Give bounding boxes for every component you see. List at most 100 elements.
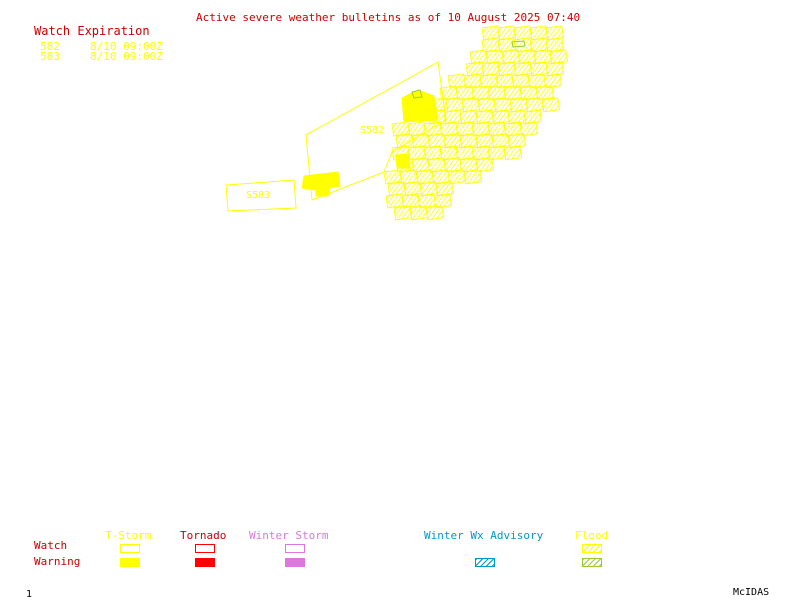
tstorm-warning-polygon (301, 171, 341, 197)
county-cell (409, 205, 428, 221)
county-cell (491, 133, 510, 149)
county-cell (475, 109, 494, 125)
watch-582-label: S582 (360, 125, 385, 136)
county-cell (469, 49, 488, 65)
legend-tornado-watch-swatch (195, 544, 215, 553)
county-cell (485, 49, 504, 65)
county-cell (459, 109, 478, 125)
flood-warning-polygon (511, 40, 526, 48)
watch-entry-id: 582 (40, 40, 60, 53)
county-cell (383, 169, 402, 185)
watch-583-outline (225, 179, 297, 212)
county-cell (403, 181, 422, 197)
county-cell (443, 133, 462, 149)
county-cell (535, 85, 554, 101)
county-cell (493, 97, 512, 113)
county-cell (549, 49, 568, 65)
county-cell (545, 37, 564, 53)
legend-flood-label: Flood (575, 529, 609, 542)
legend-tornado-warning-swatch (195, 558, 215, 567)
county-cell (425, 205, 444, 221)
legend-flood-watch-swatch (582, 544, 602, 553)
county-cell (525, 97, 544, 113)
county-cell (481, 61, 500, 77)
legend-winter-storm-warning-swatch (285, 558, 305, 567)
county-cell (517, 49, 536, 65)
county-cell (487, 85, 506, 101)
county-cell (443, 109, 462, 125)
county-grid (383, 25, 568, 221)
county-cell (497, 61, 516, 77)
county-cell (393, 205, 412, 221)
county-cell (433, 193, 452, 209)
legend-winter-storm-watch-swatch (285, 544, 305, 553)
page-title: Active severe weather bulletins as of 10… (196, 11, 581, 24)
county-cell (475, 157, 494, 173)
watch-583-label: S583 (246, 190, 271, 201)
county-cell (523, 109, 542, 125)
county-cell (543, 73, 562, 89)
county-cell (465, 61, 484, 77)
watch-entry-time: 8/10 09:00Z (90, 40, 163, 53)
county-cell (507, 133, 526, 149)
legend-winter-advisory-label: Winter Wx Advisory (424, 529, 544, 542)
county-cell (511, 73, 530, 89)
county-cell (519, 121, 538, 137)
county-cell (541, 97, 560, 113)
tstorm-warning-polygon (401, 89, 439, 123)
county-cell (479, 73, 498, 89)
watch-entry-time: 8/10 09:00Z (90, 50, 163, 63)
county-cell (439, 85, 458, 101)
legend-tstorm-label: T-Storm (105, 529, 152, 542)
legend-flood-warning-swatch (582, 558, 602, 567)
county-cell (495, 73, 514, 89)
county-cell (391, 121, 410, 137)
county-cell (459, 133, 478, 149)
county-cell (445, 97, 464, 113)
county-cell (463, 169, 482, 185)
county-cell (411, 133, 430, 149)
county-cell (545, 61, 564, 77)
county-cell (427, 133, 446, 149)
legend-tstorm-watch-swatch (120, 544, 140, 553)
county-cell (533, 49, 552, 65)
county-cell (463, 73, 482, 89)
county-cell (395, 133, 414, 149)
county-cell (471, 85, 490, 101)
county-cell (519, 85, 538, 101)
county-cell (455, 85, 474, 101)
brand-label: McIDAS (733, 587, 770, 598)
legend-winter-storm-label: Winter Storm (249, 529, 329, 542)
legend-tornado-label: Tornado (180, 529, 227, 542)
county-cell (387, 181, 406, 197)
county-cell (507, 109, 526, 125)
county-cell (513, 61, 532, 77)
county-cell (475, 133, 494, 149)
county-cell (529, 61, 548, 77)
county-cell (491, 109, 510, 125)
flood-warning-polygon (411, 89, 423, 99)
county-cell (461, 97, 480, 113)
legend-tstorm-warning-swatch (120, 558, 140, 567)
county-cell (401, 193, 420, 209)
tstorm-warning-polygon (395, 153, 411, 169)
county-cell (477, 97, 496, 113)
county-cell (509, 97, 528, 113)
legend-row-watch: Watch (34, 539, 68, 552)
county-cell (503, 145, 522, 161)
legend-row-warning: Warning (34, 555, 81, 568)
county-cell (419, 181, 438, 197)
county-cell (527, 73, 546, 89)
frame-number: 1 (26, 589, 33, 600)
county-cell (501, 49, 520, 65)
county-cell (503, 85, 522, 101)
county-cell (435, 181, 454, 197)
watch-582-outline (305, 61, 447, 201)
county-cell (385, 193, 404, 209)
county-cell (417, 193, 436, 209)
watch-expiration-heading: Watch Expiration (34, 24, 150, 38)
county-cell (447, 73, 466, 89)
legend-winter-advisory-swatch (475, 558, 495, 567)
watch-entry-id: 583 (40, 50, 60, 63)
